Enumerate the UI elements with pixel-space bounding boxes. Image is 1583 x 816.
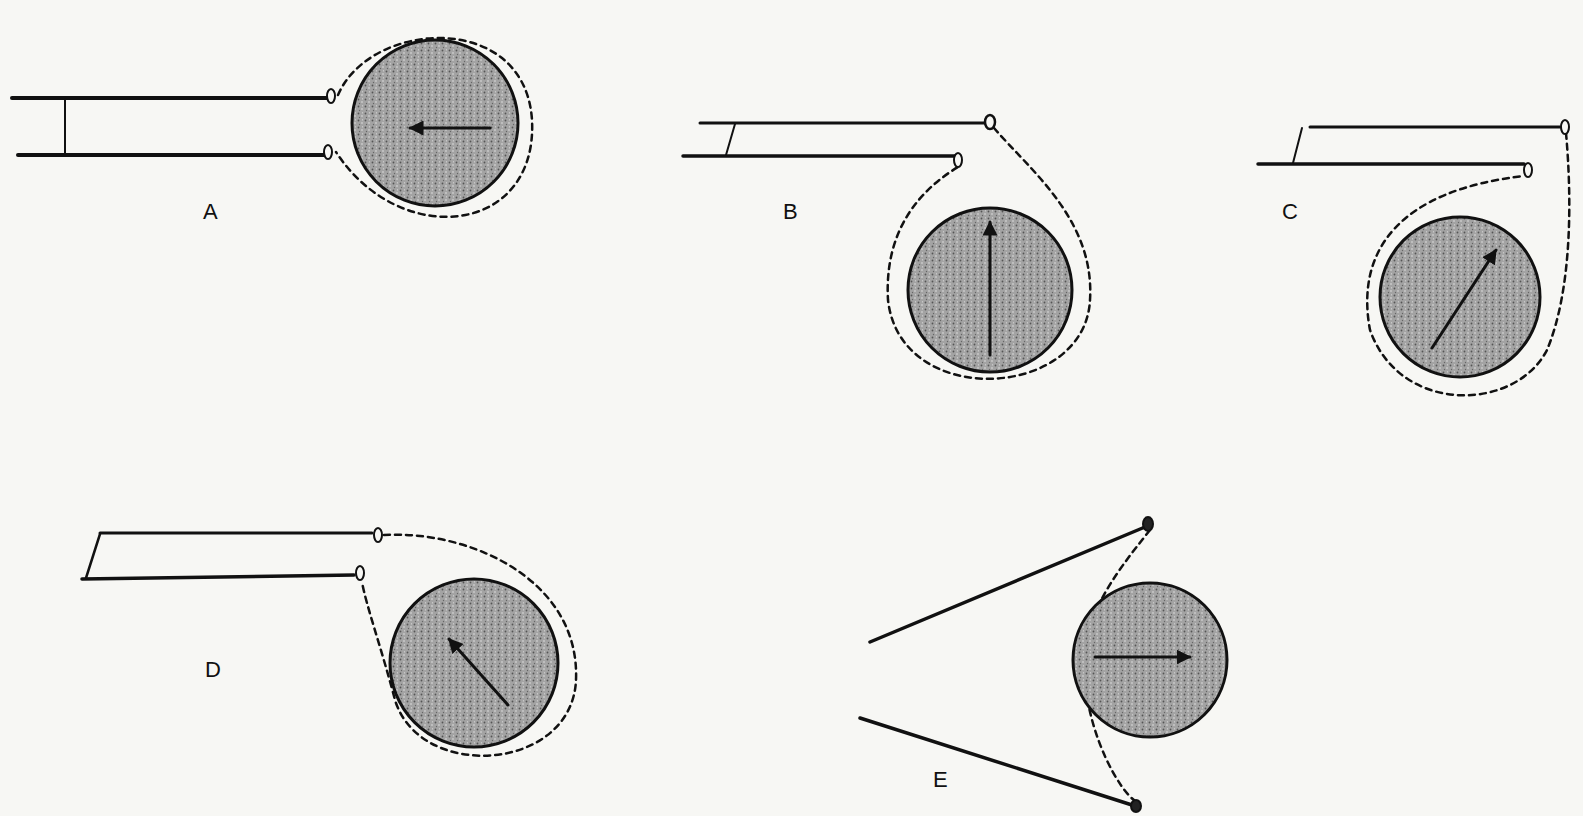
panel-letter: D xyxy=(205,659,221,681)
panel-letter: A xyxy=(203,201,218,223)
panel-b xyxy=(683,115,1090,379)
panel-letter: C xyxy=(1282,201,1298,223)
panel-letter: B xyxy=(783,201,798,223)
panel-c xyxy=(1258,120,1569,395)
panel-e xyxy=(860,517,1227,812)
panel-letter: E xyxy=(933,769,948,791)
panel-d xyxy=(82,528,576,756)
panel-a xyxy=(12,38,532,217)
